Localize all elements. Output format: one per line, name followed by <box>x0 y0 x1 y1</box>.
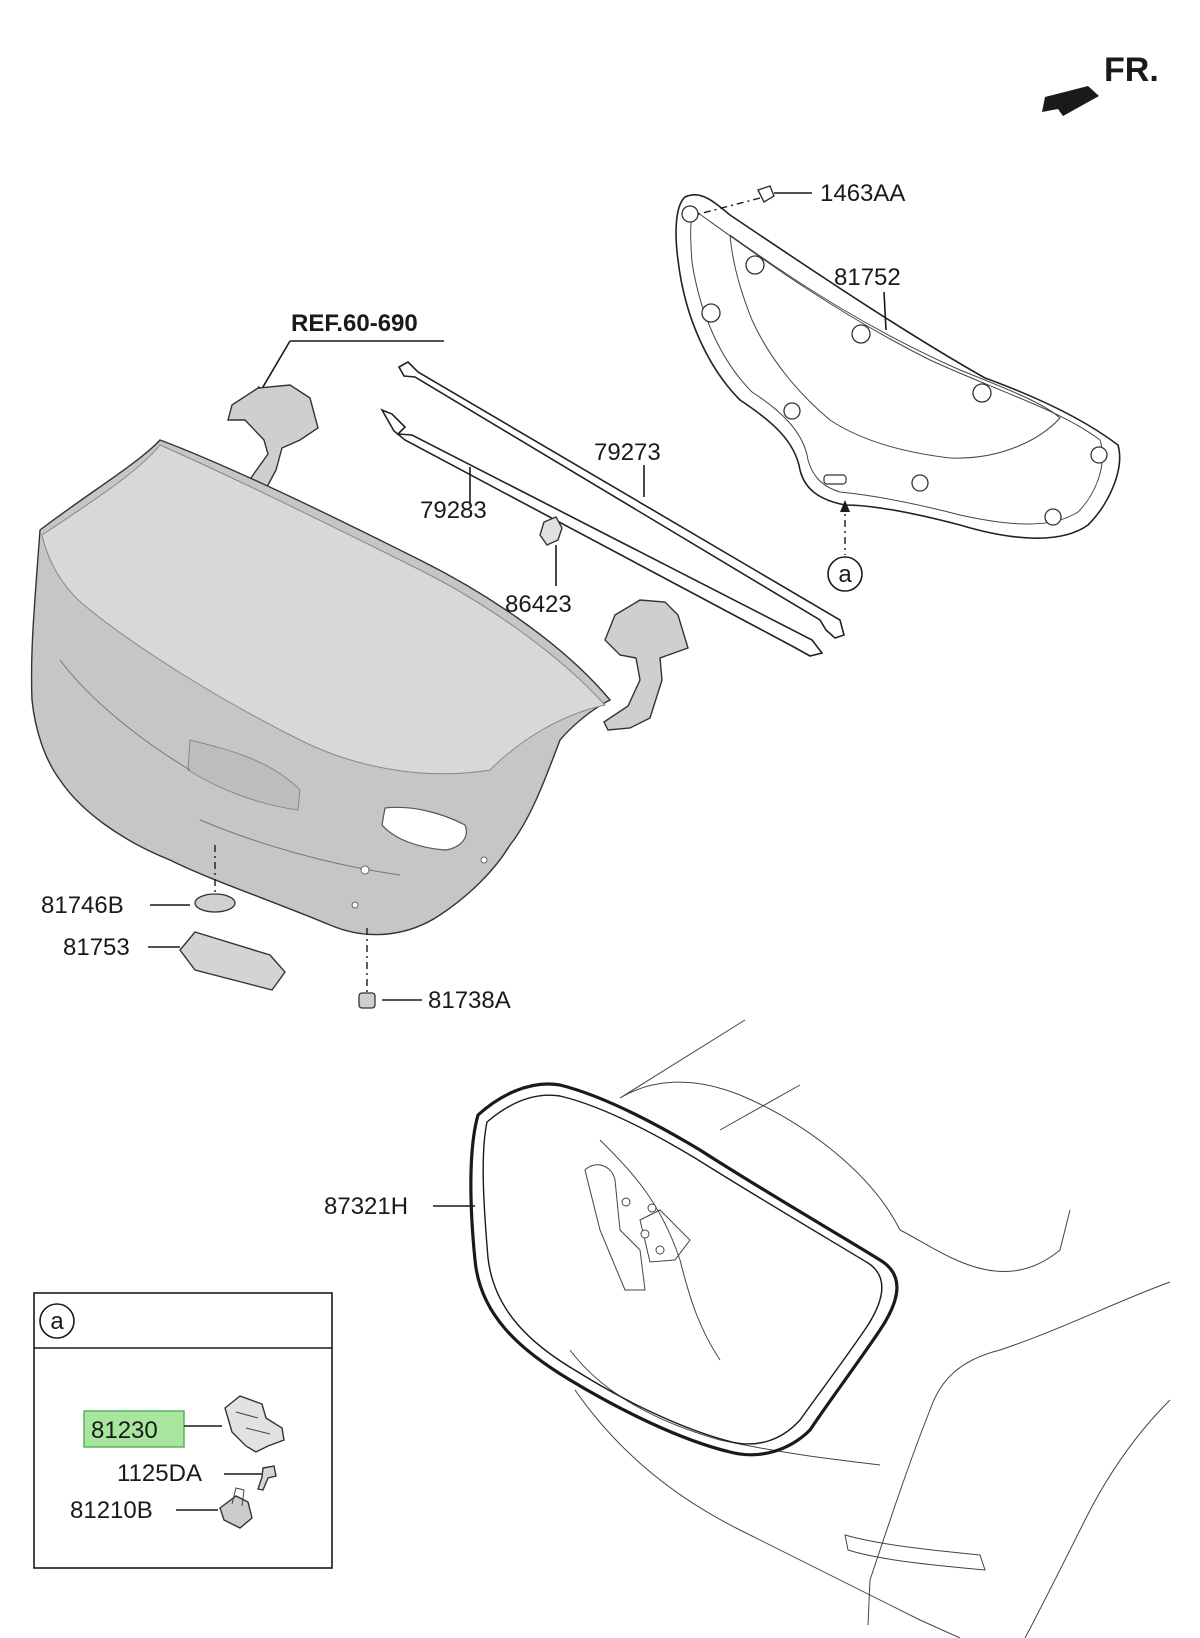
clip-86423: 86423 <box>505 516 572 618</box>
callout-81752[interactable]: 81752 <box>834 264 901 291</box>
trunk-lid-trim-panel <box>675 193 1121 539</box>
vehicle-body-outline: 87321H <box>324 1019 1171 1638</box>
bumper-stop-81738A: 81738A <box>358 928 511 1014</box>
front-arrow-icon <box>1042 86 1099 116</box>
callout-79273[interactable]: 79273 <box>594 439 661 466</box>
detail-marker-label[interactable]: a <box>838 561 852 588</box>
highlight-box <box>83 1410 185 1448</box>
torsion-bar-79283: 79283 <box>380 408 824 657</box>
callout-86423[interactable]: 86423 <box>505 591 572 618</box>
callout-87321H[interactable]: 87321H <box>324 1193 408 1220</box>
grommet-81746B: 81746B <box>41 845 236 919</box>
detail-box-header-label: a <box>50 1308 64 1335</box>
callout-1463AA[interactable]: 1463AA <box>820 180 905 207</box>
detail-box-a: a 81230 1125DA 81210B <box>33 1292 333 1569</box>
callout-81738A[interactable]: 81738A <box>428 987 511 1014</box>
trunk-switch-81753: 81753 <box>63 931 286 991</box>
callout-81753[interactable]: 81753 <box>63 934 130 961</box>
push-clip-1463AA: 1463AA <box>694 180 905 216</box>
callout-81746B[interactable]: 81746B <box>41 892 124 919</box>
torsion-bar-79273: 79273 <box>397 361 845 639</box>
callout-79283[interactable]: 79283 <box>420 497 487 524</box>
reference-label[interactable]: REF.60-690 <box>291 310 418 337</box>
detail-marker-a: a <box>827 500 863 592</box>
callout-81210B[interactable]: 81210B <box>70 1497 153 1524</box>
reference-hinge-group: REF.60-690 <box>224 310 689 731</box>
callout-group-81752: 81752 <box>834 264 901 331</box>
clip-hole-icons <box>681 205 1108 526</box>
callout-1125DA[interactable]: 1125DA <box>117 1460 202 1487</box>
callout-81230[interactable]: 81230 <box>91 1417 158 1444</box>
trunk-lid-panel <box>30 439 612 936</box>
front-label: FR. <box>1104 51 1159 89</box>
front-direction-indicator: FR. <box>1042 51 1159 116</box>
